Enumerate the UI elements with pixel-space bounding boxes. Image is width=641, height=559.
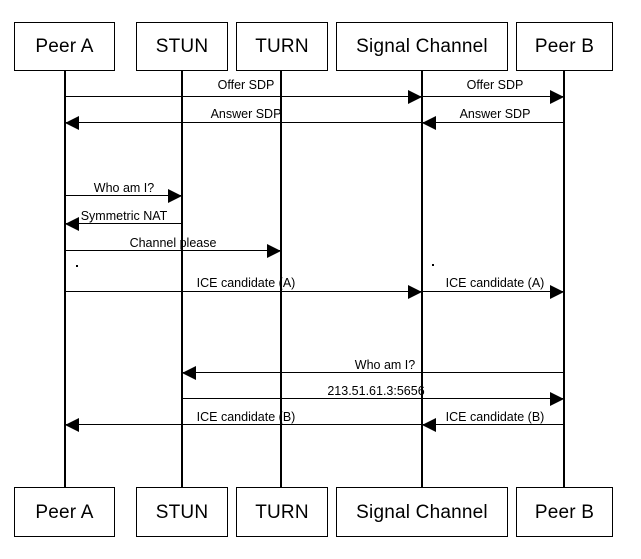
message-line-m2 [422, 96, 564, 98]
message-label-m12: ICE candidate (B) [196, 410, 296, 424]
arrow-head-left-m13 [422, 417, 436, 432]
arrow-head-right-m1 [408, 89, 422, 104]
message-label-m6: Symmetric NAT [80, 209, 168, 223]
message-label-m4: Answer SDP [459, 107, 531, 121]
message-line-m7 [65, 250, 281, 252]
arrow-head-left-m3 [65, 115, 79, 130]
message-line-m13 [422, 424, 564, 426]
participant-header-peer-a[interactable]: Peer A [14, 22, 115, 71]
message-label-m2: Offer SDP [466, 78, 524, 92]
message-line-m11 [182, 398, 564, 400]
message-label-m9: ICE candidate (A) [445, 276, 545, 290]
arrow-head-right-m9 [550, 284, 564, 299]
participant-footer-stun[interactable]: STUN [136, 487, 228, 537]
message-label-m11: 213.51.61.3:5656 [327, 384, 425, 398]
participant-footer-peer-b[interactable]: Peer B [516, 487, 613, 537]
lifeline-peer-b [563, 71, 565, 487]
message-line-m1 [65, 96, 422, 98]
stray-dot-dot-1 [76, 265, 79, 268]
participant-header-peer-b[interactable]: Peer B [516, 22, 613, 71]
lifeline-stun [181, 71, 183, 487]
message-label-m8: ICE candidate (A) [196, 276, 296, 290]
message-line-m9 [422, 291, 564, 293]
arrow-head-left-m12 [65, 417, 79, 432]
arrow-head-right-m7 [267, 243, 281, 258]
lifeline-peer-a [64, 71, 66, 487]
arrow-head-right-m8 [408, 284, 422, 299]
message-line-m8 [65, 291, 422, 293]
message-label-m10: Who am I? [354, 358, 416, 372]
message-label-m3: Answer SDP [210, 107, 282, 121]
participant-footer-peer-a[interactable]: Peer A [14, 487, 115, 537]
message-line-m6 [65, 223, 182, 225]
message-label-m1: Offer SDP [217, 78, 275, 92]
message-label-m13: ICE candidate (B) [445, 410, 545, 424]
message-label-m7: Channel please [129, 236, 217, 250]
message-line-m10 [182, 372, 564, 374]
participant-footer-signal-channel[interactable]: Signal Channel [336, 487, 508, 537]
stray-dot-dot-2 [432, 264, 435, 267]
participant-header-signal-channel[interactable]: Signal Channel [336, 22, 508, 71]
lifeline-signal-channel [421, 71, 423, 487]
participant-header-stun[interactable]: STUN [136, 22, 228, 71]
arrow-head-right-m5 [168, 188, 182, 203]
message-line-m4 [422, 122, 564, 124]
message-line-m3 [65, 122, 422, 124]
message-label-m5: Who am I? [93, 181, 155, 195]
message-line-m12 [65, 424, 422, 426]
participant-footer-turn[interactable]: TURN [236, 487, 328, 537]
participant-header-turn[interactable]: TURN [236, 22, 328, 71]
arrow-head-right-m2 [550, 89, 564, 104]
arrow-head-left-m6 [65, 216, 79, 231]
arrow-head-left-m10 [182, 365, 196, 380]
arrow-head-left-m4 [422, 115, 436, 130]
arrow-head-right-m11 [550, 391, 564, 406]
lifeline-turn [280, 71, 282, 487]
message-line-m5 [65, 195, 182, 197]
